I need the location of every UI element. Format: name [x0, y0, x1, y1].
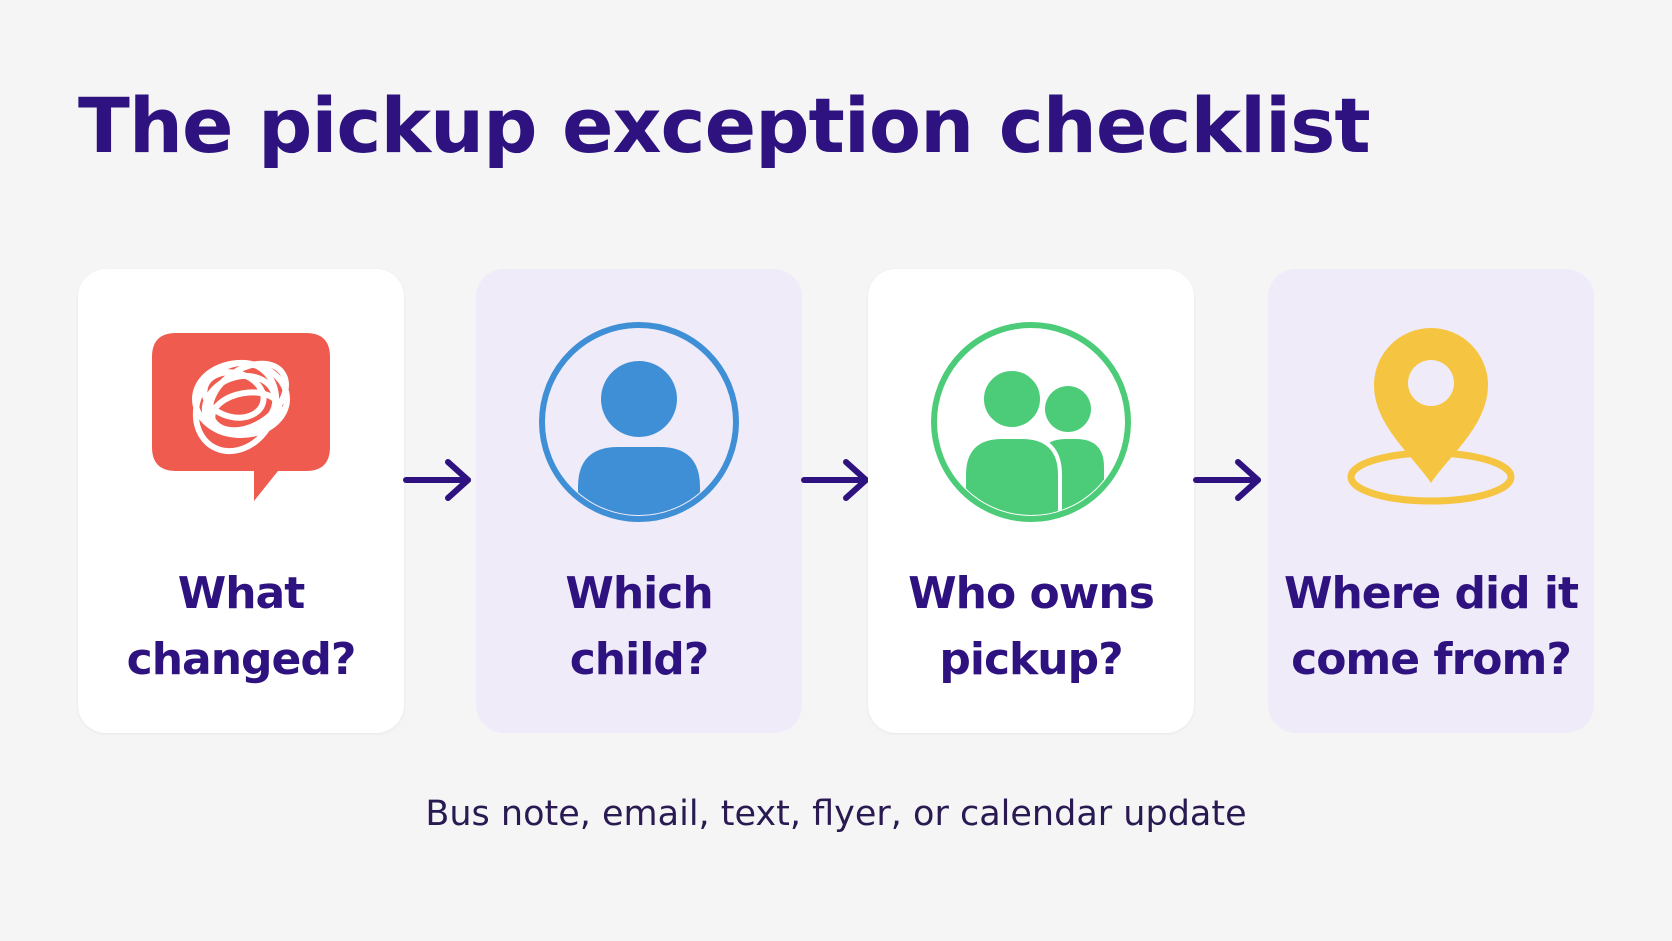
- step-label: Who owns pickup?: [908, 568, 1155, 685]
- step-card-which-child: Which child?: [476, 269, 802, 733]
- step-label: What changed?: [126, 568, 357, 685]
- arrow-right-icon: [800, 458, 872, 502]
- page-title: The pickup exception checklist: [78, 81, 1371, 170]
- single-person-icon: [534, 317, 744, 527]
- arrow-right-icon: [1192, 458, 1264, 502]
- source-caption: Bus note, email, text, flyer, or calenda…: [425, 794, 1247, 834]
- step-card-where-did-it-come-from: Where did it come from?: [1268, 269, 1594, 733]
- arrow-right-icon: [402, 458, 474, 502]
- step-label: Where did it come from?: [1283, 568, 1579, 685]
- step-card-what-changed: What changed?: [78, 269, 404, 733]
- step-label: Which child?: [565, 568, 713, 685]
- location-pin-icon: [1326, 317, 1536, 527]
- tangled-speech-bubble-icon: [136, 317, 346, 527]
- two-people-icon: [926, 317, 1136, 527]
- step-card-who-owns-pickup: Who owns pickup?: [868, 269, 1194, 733]
